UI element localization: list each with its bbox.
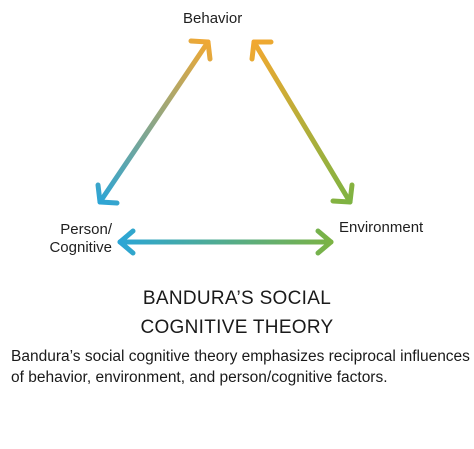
node-label-behavior: Behavior: [183, 10, 243, 27]
arrow-behavior-person: [95, 38, 213, 206]
diagram-title-line2: COGNITIVE THEORY: [140, 317, 334, 338]
node-label-environment: Environment: [339, 219, 424, 236]
arrow-person-environment: [117, 228, 334, 256]
arrow-behavior-environment: [249, 39, 355, 205]
node-label-person-line2: Cognitive: [49, 239, 112, 256]
node-label-person-cognitive: Person/ Cognitive: [22, 221, 112, 257]
node-label-person-line1: Person/: [60, 221, 112, 238]
diagram-title-line1: BANDURA’S SOCIAL: [142, 288, 332, 309]
diagram-caption: Bandura’s social cognitive theory emphas…: [11, 348, 470, 386]
